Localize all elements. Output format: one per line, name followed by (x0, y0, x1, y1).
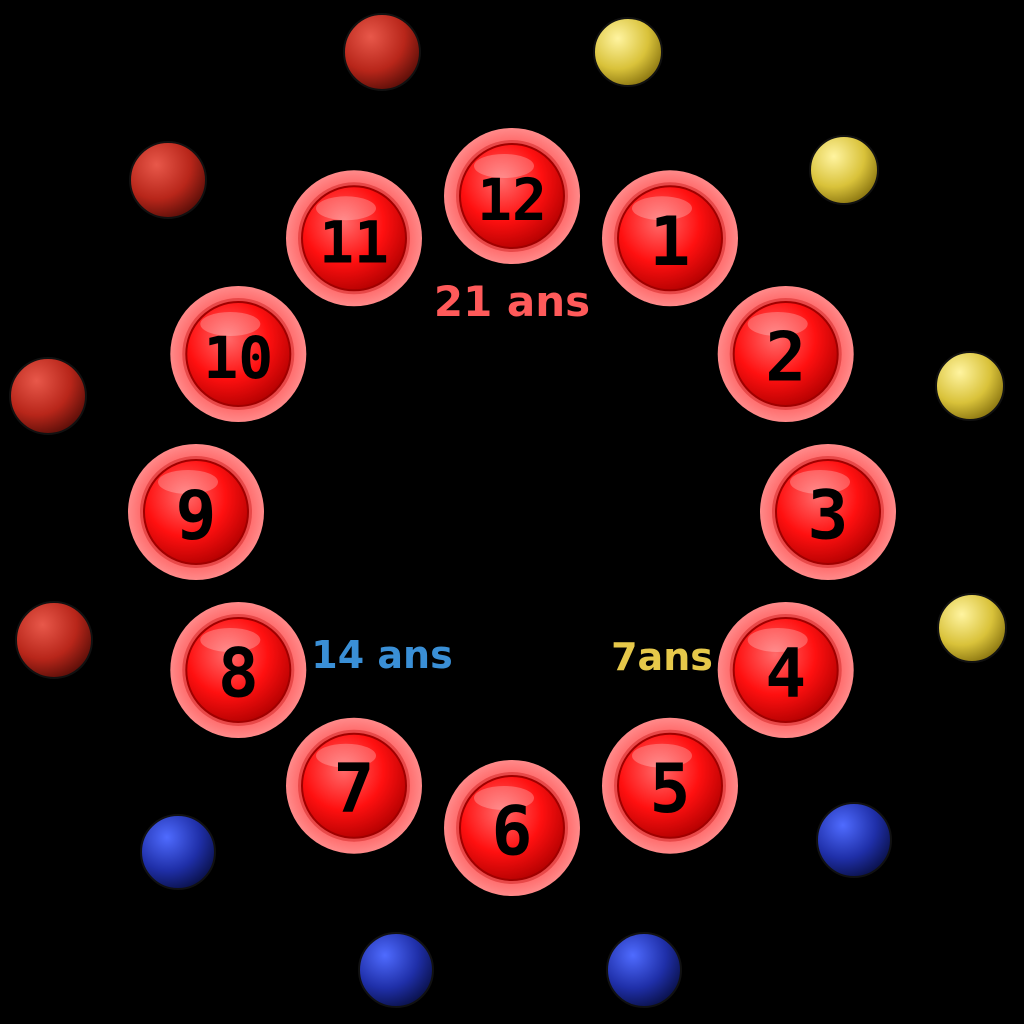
hour-button-face (185, 301, 292, 407)
hour-button-10[interactable]: 10 (170, 286, 307, 422)
hour-button-1[interactable]: 1 (602, 170, 738, 307)
hour-button-face (301, 732, 407, 839)
red-marble (15, 601, 93, 679)
hour-label: 2 (765, 319, 806, 398)
red-marble (129, 141, 207, 219)
hour-button-face (775, 459, 881, 565)
hour-button-shine (474, 786, 534, 810)
hour-label: 8 (218, 635, 259, 714)
hour-button-shine (747, 312, 808, 336)
hour-button-shine (747, 628, 808, 652)
yellow-marble (935, 351, 1005, 421)
hour-button-face (617, 185, 723, 292)
hour-label: 5 (650, 750, 691, 829)
blue-marble (606, 932, 682, 1008)
hour-label: 4 (765, 635, 806, 714)
hour-button-2[interactable]: 2 (717, 286, 854, 422)
blue-marble (358, 932, 434, 1008)
hour-label: 3 (808, 477, 849, 556)
hour-button-shine (790, 470, 850, 494)
hour-label: 1 (650, 203, 691, 282)
hour-button-shine (632, 743, 692, 768)
hour-button-12[interactable]: 12 (444, 128, 580, 264)
hour-label: 7 (334, 750, 375, 829)
age-labels-layer: 21 ans 14 ans 7ans (311, 276, 714, 680)
hour-label: 12 (477, 166, 547, 234)
hour-button-4[interactable]: 4 (717, 602, 854, 738)
age-label-21: 21 ans (434, 277, 590, 326)
hour-button-3[interactable]: 3 (760, 444, 896, 580)
hour-button-face (617, 732, 723, 839)
hour-button-6[interactable]: 6 (444, 760, 580, 896)
hour-button-shine (632, 196, 692, 221)
red-marble (9, 357, 87, 435)
yellow-marble (593, 17, 663, 87)
hour-button-shine (200, 628, 261, 652)
hour-label: 10 (203, 324, 273, 392)
hour-button-11[interactable]: 11 (286, 170, 422, 307)
hour-button-8[interactable]: 8 (170, 602, 307, 738)
age-label-14: 14 ans (311, 633, 452, 677)
hour-button-5[interactable]: 5 (602, 717, 738, 854)
hour-button-9[interactable]: 9 (128, 444, 264, 580)
marbles-layer (9, 13, 1007, 1008)
red-marble (343, 13, 421, 91)
hour-button-shine (316, 196, 376, 221)
hour-button-face (185, 617, 292, 723)
hour-button-face (459, 143, 565, 249)
hour-button-face (301, 185, 407, 292)
yellow-marble (809, 135, 879, 205)
hour-button-shine (316, 743, 376, 768)
hour-button-face (732, 301, 839, 407)
blue-marble (816, 802, 892, 878)
hour-button-7[interactable]: 7 (286, 717, 422, 854)
blue-marble (140, 814, 216, 890)
hour-button-face (459, 775, 565, 881)
hour-button-shine (474, 154, 534, 178)
hour-button-face (732, 617, 839, 723)
hour-button-face (143, 459, 249, 565)
yellow-marble (937, 593, 1007, 663)
hour-button-shine (200, 312, 261, 336)
hour-label: 6 (492, 793, 533, 872)
hour-button-shine (158, 470, 218, 494)
hour-label: 9 (176, 477, 217, 556)
age-label-7: 7ans (611, 635, 713, 679)
hour-label: 11 (319, 208, 389, 276)
